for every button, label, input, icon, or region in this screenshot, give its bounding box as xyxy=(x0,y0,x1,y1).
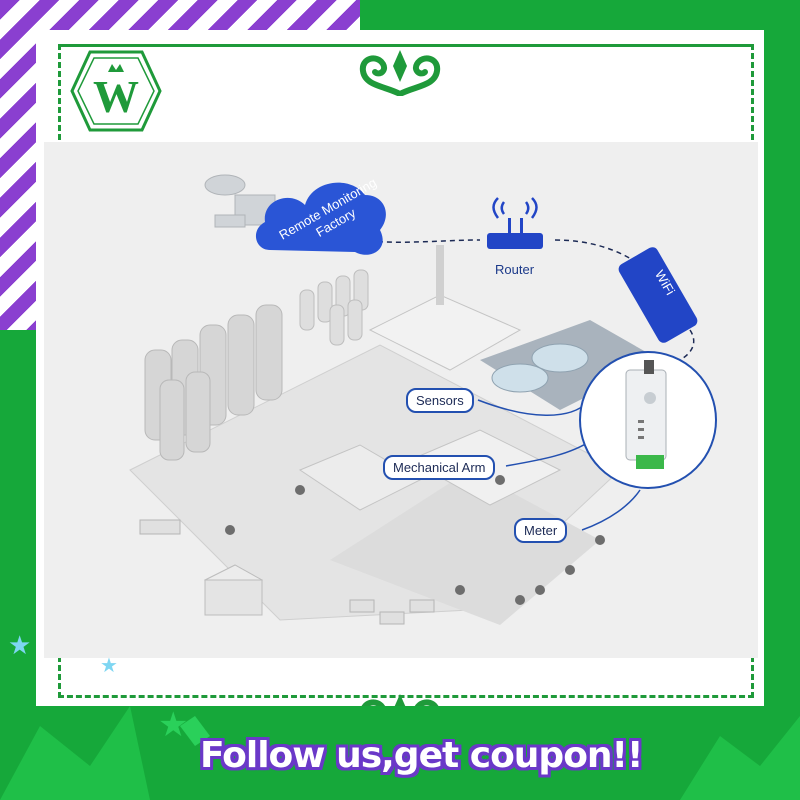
callout-sensors: Sensors xyxy=(406,388,474,413)
banner-promo-text[interactable]: Follow us,get coupon!! xyxy=(200,735,643,776)
star-icon: ★ xyxy=(100,655,118,677)
decorative-stripes-left xyxy=(0,0,36,330)
cloud-icon xyxy=(255,182,386,255)
router-icon xyxy=(487,197,543,249)
callout-mechanical-arm: Mechanical Arm xyxy=(383,455,496,480)
din-rail-gateway-icon xyxy=(579,351,717,489)
router-label: Router xyxy=(495,262,535,277)
svg-text:W: W xyxy=(93,71,139,122)
banner-background xyxy=(0,706,800,800)
callout-meter: Meter xyxy=(514,518,568,543)
star-icon: ★ xyxy=(8,630,32,660)
star-icon: ★ xyxy=(158,706,189,744)
w-crown-logo-icon: W xyxy=(70,50,162,132)
ornament-top-icon xyxy=(359,50,441,96)
